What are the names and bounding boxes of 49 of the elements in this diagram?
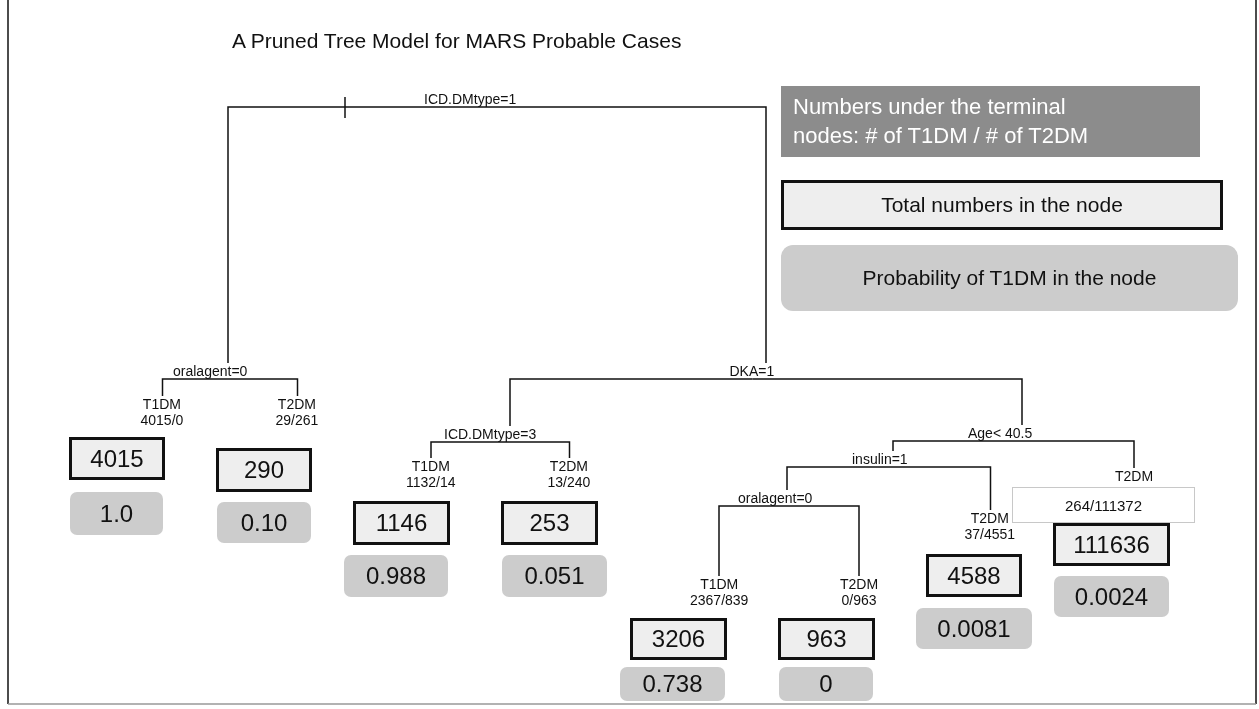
- tree-branch: [879, 466, 992, 511]
- tree-branch: [718, 505, 776, 577]
- probability-box: 0.738: [620, 667, 725, 701]
- terminal-node-label: T2DM 0/963: [840, 576, 879, 608]
- tree-branch: [892, 440, 1001, 452]
- probability-box: 0.051: [502, 555, 607, 597]
- split-label: insulin=1: [852, 451, 908, 467]
- diagram-title: A Pruned Tree Model for MARS Probable Cases: [232, 29, 682, 53]
- split-label: DKA=1: [729, 363, 775, 379]
- split-label: ICD.DMtype=3: [444, 426, 537, 442]
- probability-box: 1.0: [70, 492, 163, 535]
- tree-branch: [999, 440, 1135, 469]
- tree-branch: [509, 378, 754, 427]
- split-label: Age< 40.5: [968, 425, 1033, 441]
- legend-probability-box: Probability of T1DM in the node: [781, 245, 1238, 311]
- probability-box: 0: [779, 667, 873, 701]
- terminal-node-label: T2DM 29/261: [275, 396, 319, 428]
- tree-branch: [161, 378, 211, 397]
- tree-branch: [786, 466, 881, 491]
- count-box: 4015: [69, 437, 165, 480]
- count-label: 264/111372: [1012, 487, 1195, 523]
- tree-branch: [469, 106, 767, 364]
- tree-branch: [751, 378, 1023, 426]
- tree-branch: [774, 505, 860, 577]
- probability-box: 0.988: [344, 555, 448, 597]
- tree-branch: [227, 106, 471, 364]
- tree-branch: [489, 441, 571, 459]
- terminal-node-label: T1DM 2367/839: [690, 576, 749, 608]
- count-box: 290: [216, 448, 312, 492]
- count-box: 3206: [630, 618, 727, 660]
- split-label: oralagent=0: [738, 490, 813, 506]
- count-box: 111636: [1053, 523, 1170, 566]
- split-label: oralagent=0: [173, 363, 248, 379]
- probability-box: 0.0024: [1054, 576, 1169, 617]
- count-box: 4588: [926, 554, 1022, 597]
- terminal-node-label: T1DM 4015/0: [140, 396, 184, 428]
- count-box: 1146: [353, 501, 450, 545]
- tree-branch: [430, 441, 491, 459]
- tree-branch: [209, 378, 299, 397]
- count-box: 253: [501, 501, 598, 545]
- count-box: 963: [778, 618, 875, 660]
- terminal-node-label: T2DM: [1115, 468, 1154, 484]
- split-label: ICD.DMtype=1: [424, 91, 517, 107]
- terminal-node-label: T2DM 13/240: [547, 458, 591, 490]
- terminal-node-label: T1DM 1132/14: [406, 458, 456, 490]
- legend-count-box: Total numbers in the node: [781, 180, 1223, 230]
- probability-box: 0.0081: [916, 608, 1032, 649]
- probability-box: 0.10: [217, 502, 311, 543]
- note-box: Numbers under the terminal nodes: # of T1DM / # of T2DM: [781, 86, 1200, 157]
